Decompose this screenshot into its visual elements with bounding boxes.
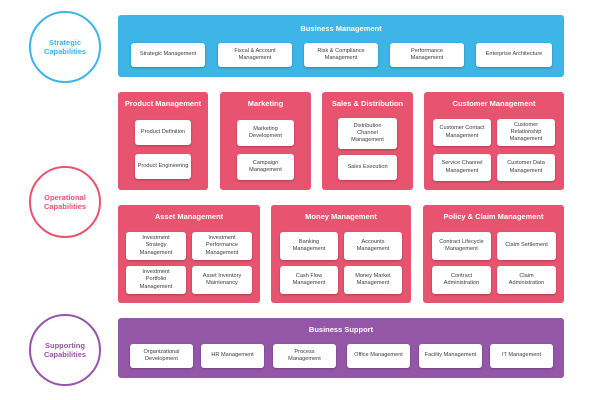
capability-card[interactable]: Customer Relationship Management <box>497 119 555 146</box>
strategic-capabilities-circle: Strategic Capabilities <box>29 11 101 83</box>
panel-title: Asset Management <box>154 212 224 221</box>
business-management-panel: Business Management Strategic Management… <box>118 15 564 77</box>
supporting-capabilities-circle: Supporting Capabilities <box>29 314 101 386</box>
capability-card[interactable]: Office Management <box>347 344 410 368</box>
capability-card[interactable]: Accounts Management <box>344 232 402 260</box>
capability-card[interactable]: Money Market Management <box>344 266 402 294</box>
panel-title: Business Support <box>308 325 374 334</box>
product-management-panel: Product Management Product Definition Pr… <box>118 92 208 190</box>
panel-title: Money Management <box>305 212 377 221</box>
capability-card[interactable]: Contract Administration <box>432 266 491 294</box>
capability-card[interactable]: Sales Execution <box>338 155 397 180</box>
operational-capabilities-circle: Operational Capabilities <box>29 166 101 238</box>
capability-card[interactable]: Contract Lifecycle Management <box>432 232 491 260</box>
marketing-panel: Marketing Marketing Development Campaign… <box>220 92 311 190</box>
capability-card[interactable]: Process Management <box>273 344 336 368</box>
capability-card[interactable]: HR Management <box>201 344 264 368</box>
policy-claim-management-panel: Policy & Claim Management Contract Lifec… <box>423 205 564 303</box>
sales-distribution-panel: Sales & Distribution Distribution Channe… <box>322 92 413 190</box>
capability-card[interactable]: Marketing Development <box>237 120 294 146</box>
capability-card[interactable]: Risk & Compliance Management <box>304 43 378 67</box>
capability-card[interactable]: Cash Flow Management <box>280 266 338 294</box>
capability-card[interactable]: Distribution Channel Management <box>338 118 397 149</box>
panel-title: Sales & Distribution <box>331 99 404 108</box>
capability-card[interactable]: Investment Portfolio Management <box>126 266 186 294</box>
asset-management-panel: Asset Management Investment Strategy Man… <box>118 205 260 303</box>
capability-card[interactable]: Facility Management <box>419 344 482 368</box>
capability-card[interactable]: IT Management <box>490 344 553 368</box>
capability-card[interactable]: Strategic Management <box>131 43 205 67</box>
capability-card[interactable]: Service Channel Management <box>433 154 491 181</box>
capability-card[interactable]: Campaign Management <box>237 154 294 180</box>
capability-card[interactable]: Claim Settlement <box>497 232 556 260</box>
capability-card[interactable]: Customer Contact Management <box>433 119 491 146</box>
capability-card[interactable]: Performance Management <box>390 43 464 67</box>
customer-management-panel: Customer Management Customer Contact Man… <box>424 92 564 190</box>
capability-card[interactable]: Product Definition <box>135 120 191 145</box>
capability-card[interactable]: Product Engineering <box>135 154 191 179</box>
capability-card[interactable]: Investment Strategy Management <box>126 232 186 260</box>
capability-card[interactable]: Customer Data Management <box>497 154 555 181</box>
panel-title: Marketing <box>247 99 284 108</box>
capability-card[interactable]: Investment Performance Management <box>192 232 252 260</box>
business-support-panel: Business Support Organizational Developm… <box>118 318 564 378</box>
panel-title: Policy & Claim Management <box>443 212 544 221</box>
panel-title: Customer Management <box>452 99 536 108</box>
capability-card[interactable]: Organizational Development <box>130 344 193 368</box>
capability-card[interactable]: Banking Management <box>280 232 338 260</box>
money-management-panel: Money Management Banking Management Acco… <box>271 205 411 303</box>
capability-card[interactable]: Enterprise Architecture <box>476 43 552 67</box>
capability-card[interactable]: Fiscal & Account Management <box>218 43 292 67</box>
panel-title: Business Management <box>300 24 382 33</box>
capability-card[interactable]: Asset Inventory Maintenancy <box>192 266 252 294</box>
panel-title: Product Management <box>124 99 202 108</box>
capability-card[interactable]: Claim Administration <box>497 266 556 294</box>
